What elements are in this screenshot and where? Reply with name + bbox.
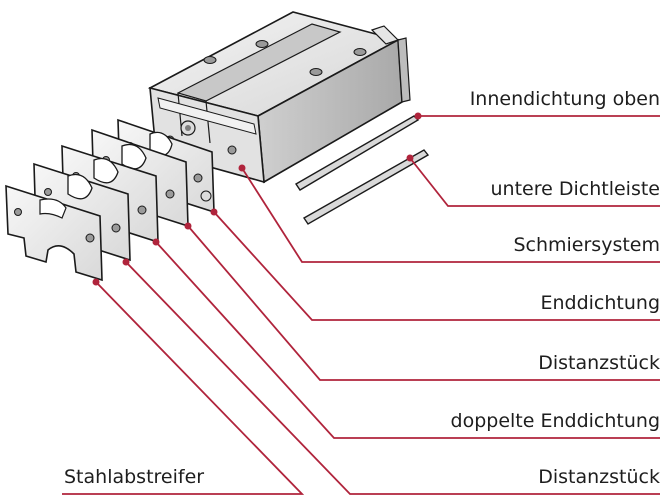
leader-dot-untere-dichtleiste bbox=[406, 154, 414, 162]
leader-dot-distanzstueck-2 bbox=[122, 258, 130, 266]
plate-stahlabstreifer bbox=[5, 184, 103, 282]
leader-distanzstueck-2 bbox=[125, 261, 660, 495]
leader-dot-distanzstueck-1 bbox=[184, 222, 192, 230]
label-enddichtung: Enddichtung bbox=[540, 292, 660, 314]
carriage-block bbox=[147, 11, 411, 184]
strip-innendichtung-oben bbox=[295, 115, 420, 191]
leader-dot-schmiersystem bbox=[238, 164, 246, 172]
leader-enddichtung bbox=[213, 211, 660, 321]
leader-distanzstueck-1 bbox=[187, 225, 660, 381]
label-distanzstueck-1: Distanzstück bbox=[538, 352, 660, 374]
label-stahlabstreifer: Stahlabstreifer bbox=[64, 466, 205, 488]
leader-dot-doppelte-enddichtung bbox=[152, 238, 160, 246]
strip-untere-dichtleiste bbox=[303, 149, 430, 225]
leader-untere-dichtleiste bbox=[409, 157, 660, 207]
leader-schmiersystem bbox=[241, 167, 660, 263]
leader-stahlabstreifer bbox=[62, 281, 305, 495]
leader-dot-enddichtung bbox=[210, 208, 218, 216]
label-untere-dichtleiste: untere Dichtleiste bbox=[490, 178, 660, 200]
leader-dot-innendichtung-oben bbox=[414, 112, 422, 120]
leader-dot-stahlabstreifer bbox=[92, 278, 100, 286]
label-distanzstueck-2: Distanzstück bbox=[538, 466, 660, 488]
leader-doppelte-enddichtung bbox=[155, 241, 660, 439]
label-doppelte-enddichtung: doppelte Enddichtung bbox=[450, 410, 660, 432]
label-schmiersystem: Schmiersystem bbox=[513, 234, 660, 256]
label-innendichtung-oben: Innendichtung oben bbox=[469, 88, 660, 110]
